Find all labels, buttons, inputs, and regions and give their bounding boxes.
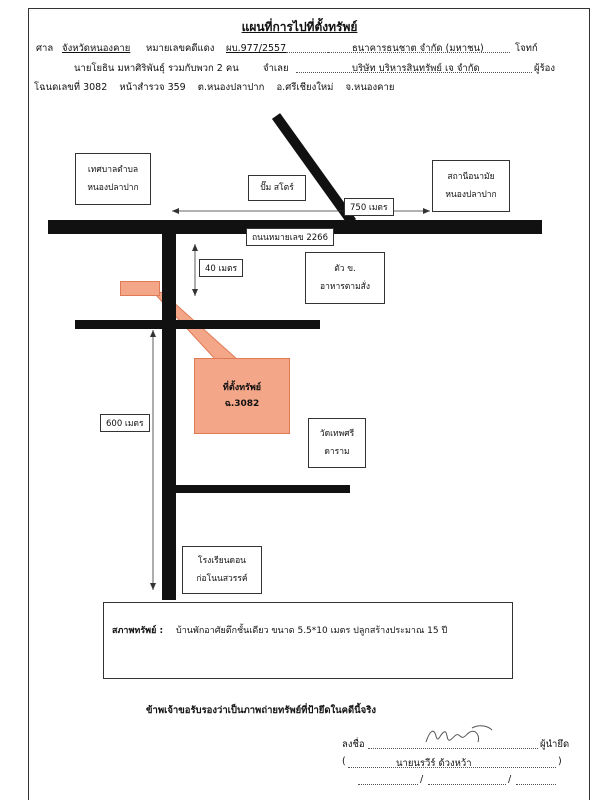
name-line <box>348 767 556 768</box>
page-border <box>28 8 590 800</box>
vertical-road <box>162 222 176 600</box>
tessaban-box: เทศบาลตำบล หนองปลาปาก <box>75 153 151 205</box>
side-road-lower <box>170 485 350 493</box>
property-line1: ที่ตั้งทรัพย์ <box>222 383 262 393</box>
school-box: โรงเรียนดอน ก่อโนนสวรรค์ <box>182 546 262 594</box>
arrow-down-head <box>192 289 198 296</box>
property-line2: ฉ.3082 <box>224 399 260 409</box>
date-month-line <box>428 784 506 785</box>
defendant-label: จำเลย <box>263 63 289 74</box>
dotted-line <box>296 72 532 73</box>
plaintiff-name: ธนาคารธนชาต จำกัด (มหาชน) <box>352 43 484 54</box>
distance-600-label: 600 เมตร <box>100 414 150 432</box>
case-number: ผบ.977/2557 <box>226 43 287 54</box>
health-line2: หนองปลาปาก <box>445 190 497 200</box>
plaintiff-label: โจทก์ <box>515 43 538 54</box>
temple-line1: วัดเทพศรี <box>319 429 355 439</box>
arrow-up-head <box>150 330 156 337</box>
market-line2: อาหารตามสั่ง <box>319 282 371 292</box>
defendant-name: นายโยธิน มหาศิริพันธุ์ รวมกับพวก 2 คน <box>74 63 239 74</box>
claimant-label: ผู้ร้อง <box>534 63 556 74</box>
open-paren: ( <box>342 756 346 767</box>
health-station-box: สถานีอนามัย หนองปลาปาก <box>432 160 510 212</box>
arrow-down-head <box>150 583 156 590</box>
dotted-line <box>328 52 510 53</box>
signature-line <box>368 748 538 749</box>
dotted-line <box>286 52 328 53</box>
diagonal-road <box>271 113 357 225</box>
temple-box: วัดเทพศรี ดาราม <box>308 418 366 468</box>
close-paren: ) <box>558 756 562 767</box>
market-line1: ตัว ข. <box>334 264 356 274</box>
date-slash-1: / <box>420 774 424 785</box>
arrow-right-head <box>423 208 430 214</box>
school-line1: โรงเรียนดอน <box>198 556 246 566</box>
distance-750-label: 750 เมตร <box>344 198 394 216</box>
side-road-upper <box>75 320 320 329</box>
condition-box: สภาพทรัพย์ : บ้านพักอาศัยตึกชั้นเดียว ขน… <box>103 602 513 679</box>
road-name-label: ถนนหมายเลข 2266 <box>246 228 334 246</box>
property-box: ที่ตั้งทรัพย์ ฉ.3082 <box>194 358 290 434</box>
handwritten-signature <box>425 725 493 743</box>
condition-label: สภาพทรัพย์ : <box>112 626 164 636</box>
arrow-up-head <box>192 244 198 251</box>
tessaban-line2: หนองปลาปาก <box>87 183 139 193</box>
signer-role: ผู้นำยึด <box>540 739 570 750</box>
case-label: หมายเลขคดีแดง <box>146 43 215 54</box>
pump-box: ปั๊ม สโตร์ <box>248 175 306 201</box>
arrow-left-head <box>172 208 179 214</box>
court-name: จังหวัดหนองคาย <box>62 43 131 54</box>
document-title: แผนที่การไปที่ตั้งทรัพย์ <box>241 20 358 34</box>
date-year-line <box>516 784 556 785</box>
property-location-marker <box>120 281 160 296</box>
court-label: ศาล <box>36 43 54 54</box>
market-box: ตัว ข. อาหารตามสั่ง <box>305 252 385 304</box>
school-line2: ก่อโนนสวรรค์ <box>196 574 248 584</box>
claimant-name: บริษัท บริหารสินทรัพย์ เจ จำกัด <box>352 63 480 74</box>
sign-label: ลงชื่อ <box>342 739 365 750</box>
tessaban-line1: เทศบาลตำบล <box>87 165 139 175</box>
date-slash-2: / <box>508 774 512 785</box>
signer-name: นายนรวีร์ ด้วงหว้า <box>396 758 472 769</box>
health-line1: สถานีอนามัย <box>447 172 495 182</box>
certification-text: ข้าพเจ้าขอรับรองว่าเป็นภาพถ่ายทรัพย์ที่ป… <box>146 705 376 716</box>
pump-label: ปั๊ม สโตร์ <box>260 183 294 193</box>
deed-line: โฉนดเลขที่ 3082 หน้าสำรวจ 359 ต.หนองปลาป… <box>34 82 395 93</box>
distance-40-label: 40 เมตร <box>199 259 244 277</box>
temple-line2: ดาราม <box>324 447 350 457</box>
condition-text: บ้านพักอาศัยตึกชั้นเดียว ขนาด 5.5*10 เมต… <box>176 626 448 636</box>
date-day-line <box>358 784 418 785</box>
